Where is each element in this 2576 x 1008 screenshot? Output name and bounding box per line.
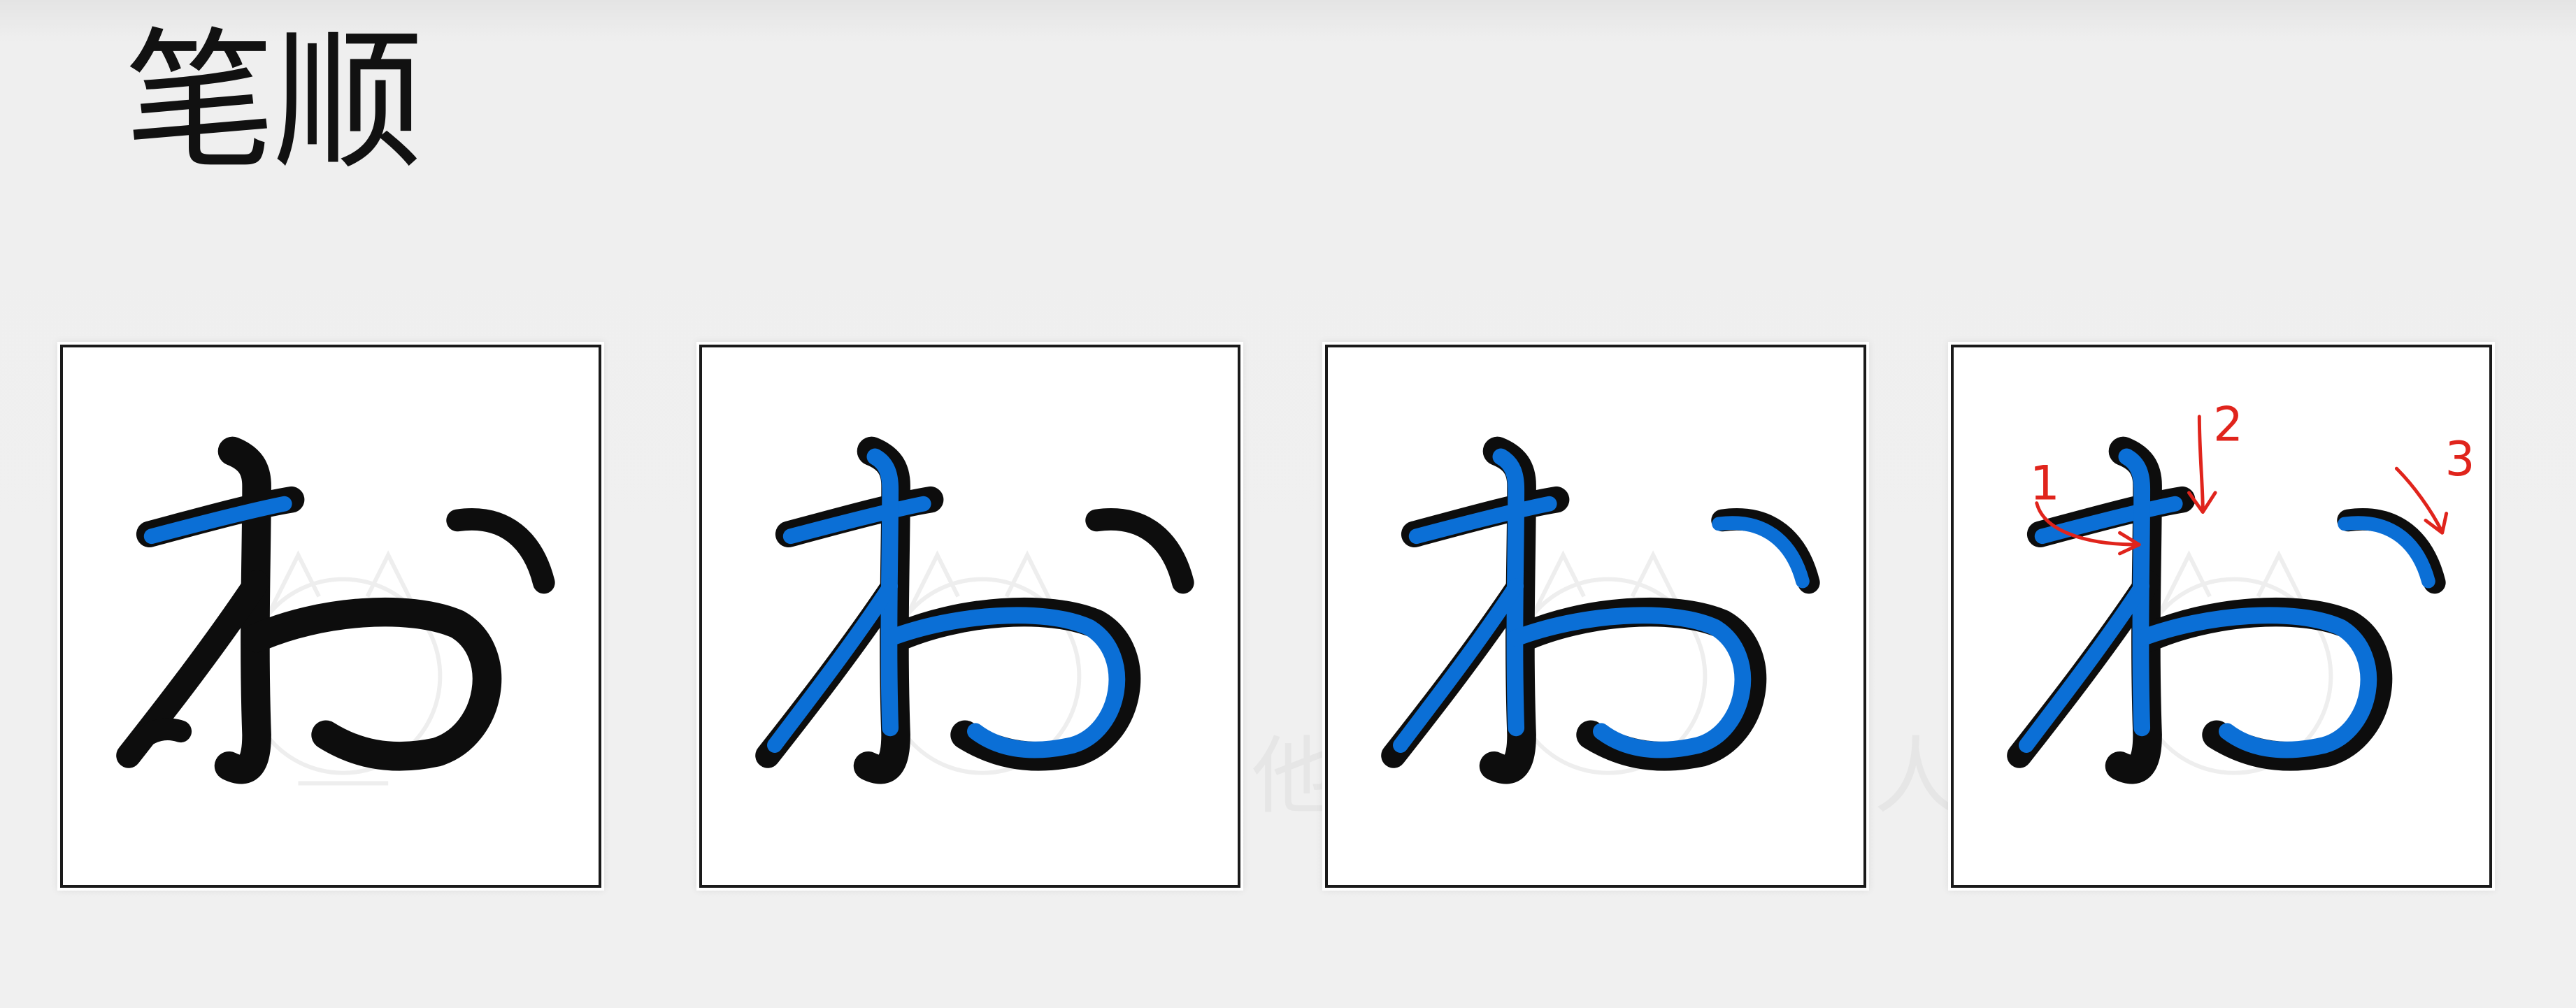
annotation-arrowhead-2 <box>2187 491 2217 514</box>
character-o-diagram <box>1381 436 1820 784</box>
character-o-diagram <box>116 436 555 786</box>
annotation-arrowhead-3 <box>2424 512 2449 535</box>
stroke-number-1: 1 <box>2030 456 2060 511</box>
character-glyph <box>2007 436 2446 784</box>
stroke-order-frame-1 <box>60 345 601 888</box>
character-o-diagram <box>755 436 1194 784</box>
watermark-char-left: 他 <box>1252 728 1336 826</box>
watermark-char-right: 人 <box>1874 728 1958 826</box>
stroke-order-frame-3 <box>1325 345 1866 888</box>
stroke-annotations <box>2035 415 2449 556</box>
character-o-diagram: 1 2 3 <box>2007 398 2475 784</box>
character-glyph <box>1381 436 1820 784</box>
stroke-number-2: 2 <box>2213 398 2243 452</box>
stroke-number-3: 3 <box>2445 432 2475 487</box>
annotation-arrowhead-1 <box>2118 531 2141 556</box>
stroke-order-frame-2 <box>699 345 1240 888</box>
character-glyph <box>755 436 1194 784</box>
stroke-order-frame-4: 1 2 3 <box>1951 345 2492 888</box>
annotation-arrow-3 <box>2394 466 2444 533</box>
page-title: 笔顺 <box>124 14 424 189</box>
annotation-arrow-2 <box>2197 415 2205 512</box>
character-glyph <box>116 436 555 784</box>
annotation-arrow-1 <box>2035 501 2139 547</box>
